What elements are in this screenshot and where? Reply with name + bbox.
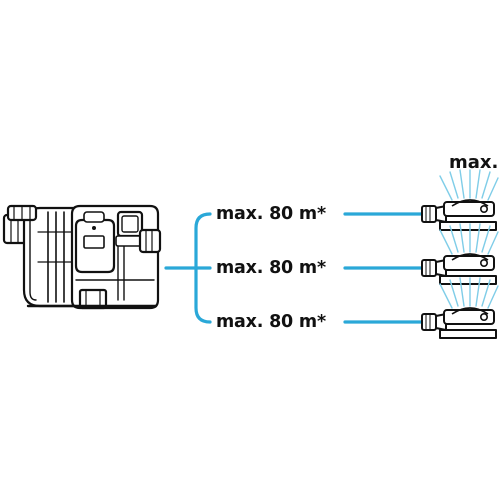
branch-label-2: max. 80 m* [216,258,326,278]
branch-label-1: max. 80 m* [216,204,326,224]
sprinkler-icon [421,223,499,285]
pump-icon [2,204,162,310]
pipe-network [164,212,426,324]
sprinkler-icon [421,169,499,231]
header-max-label: max. [449,152,499,173]
sprinkler-icon [421,277,499,339]
branch-label-3: max. 80 m* [216,312,326,332]
